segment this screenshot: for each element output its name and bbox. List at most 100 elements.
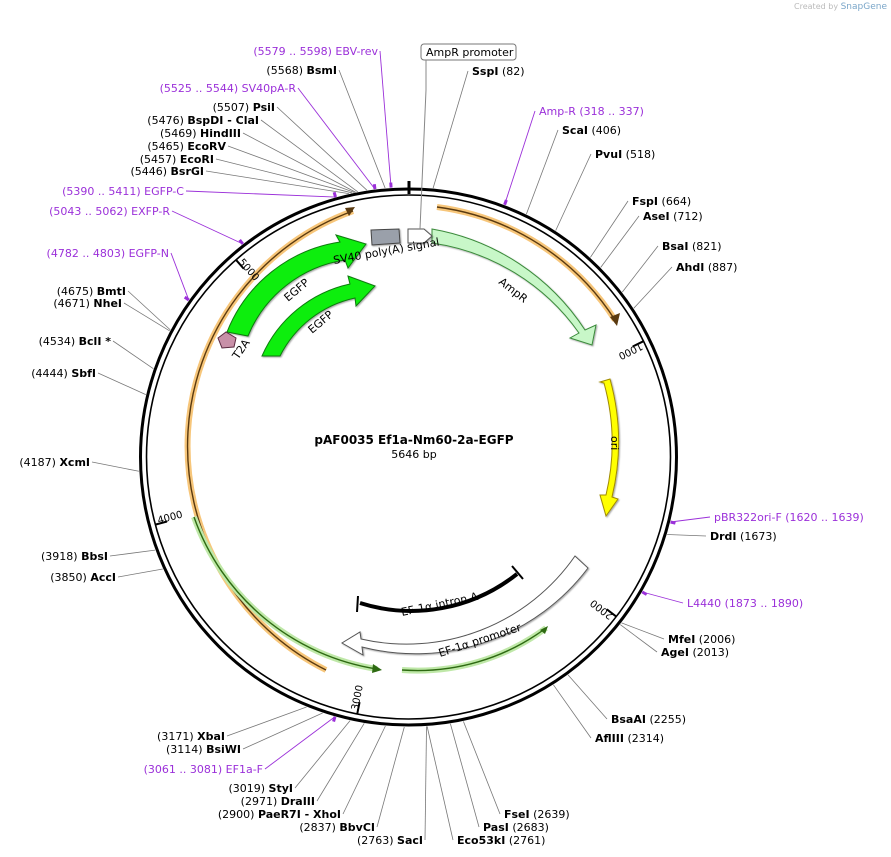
primer-site-label[interactable]: (5043 .. 5062) EXFP-R [49,205,170,218]
primer-leader-line [504,110,536,205]
enzyme-site-label[interactable]: (4534) BclI * [39,335,112,348]
enzyme-site-label[interactable]: BsaAI (2255) [611,713,686,726]
enzyme-site-label[interactable]: ScaI (406) [562,124,621,137]
snapgene-credit: Created by SnapGene [794,2,887,12]
enzyme-leader-line [424,726,427,841]
enzyme-site-label[interactable]: (5469) HindIII [160,127,241,140]
enzyme-leader-line [276,106,368,191]
enzyme-site-label[interactable]: (2971) DraIII [241,795,315,808]
feature-ampr-promoter[interactable] [407,228,433,244]
enzyme-site-label[interactable]: (3171) XbaI [157,730,225,743]
snapgene-brand: SnapGene [840,2,887,12]
enzyme-leader-line [227,145,355,193]
ampr-promoter-label: AmpR promoter [426,46,514,59]
primer-leader-line [297,87,376,190]
enzyme-leader-line [450,723,480,828]
enzyme-site-label[interactable]: (3850) AccI [50,571,116,584]
primer-site-label[interactable]: pBR322ori-F (1620 .. 1639) [714,511,864,524]
enzyme-site-label[interactable]: FseI (2639) [504,808,570,821]
plasmid-name: pAF0035 Ef1a-Nm60-2a-EGFP [314,433,513,447]
feature-egfp-1[interactable] [226,234,367,337]
promoter-orf-arrowhead [540,626,548,634]
enzyme-site-label[interactable]: DrdI (1673) [710,530,777,543]
primer-leader-line [171,210,243,245]
backbone-inner [145,194,672,720]
primer-site-label[interactable]: L4440 (1873 .. 1890) [687,597,803,610]
enzyme-site-label[interactable]: (2837) BbvCI [299,821,375,834]
bp-tick-label: 2000 [589,597,616,621]
enzyme-site-label[interactable]: (5568) BsmI [266,64,337,77]
enzyme-site-label[interactable]: SspI (82) [472,65,525,78]
credit-created-by: Created by [794,2,839,11]
bp-tick-mark [606,608,617,618]
ampr-promoter-label-box [420,43,517,61]
enzyme-site-label[interactable]: (5465) EcoRV [147,140,226,153]
enzyme-site-label[interactable]: (4444) SbfI [31,367,96,380]
enzyme-site-label[interactable]: Eco53kI (2761) [457,834,545,847]
feature-ef1a-promoter[interactable] [341,555,589,656]
egfp-orf-arc [186,210,354,671]
enzyme-site-label[interactable]: (5457) EcoRI [140,153,214,166]
enzyme-site-label[interactable]: AseI (712) [643,210,703,223]
enzyme-site-label[interactable]: AhdI (887) [676,261,737,274]
primer-leader-line [670,516,711,523]
enzyme-site-label[interactable]: PasI (2683) [483,821,549,834]
enzyme-site-label[interactable]: (2900) PaeR7I - XhoI [218,808,341,821]
feature-ampr[interactable] [431,228,597,346]
primer-site-label[interactable]: (3061 .. 3081) EF1a-F [144,763,263,776]
bp-tick-mark [155,520,168,526]
enzyme-site-label[interactable]: MfeI (2006) [668,633,735,646]
enzyme-site-label[interactable]: (3019) StyI [228,782,293,795]
enzyme-leader-line [621,622,665,640]
primer-site-label[interactable]: Amp-R (318 .. 337) [539,105,644,118]
enzyme-site-label[interactable]: (4675) BmtI [57,285,126,298]
enzyme-site-label[interactable]: AflIII (2314) [595,732,664,745]
plasmid-size: 5646 bp [391,448,436,461]
enzyme-site-label[interactable]: BsaI (821) [662,240,722,253]
primer-site-label[interactable]: (5579 .. 5598) EBV-rev [253,45,378,58]
enzyme-site-label[interactable]: (2763) SacI [357,834,423,847]
enzyme-site-label[interactable]: (5446) BsrGI [130,165,204,178]
ampr-promoter-leader [419,60,427,230]
enzyme-site-label[interactable]: (3918) BbsI [41,550,108,563]
feature-sv40-polya[interactable] [370,228,401,246]
feature-ef1a-intron[interactable] [359,572,519,613]
primer-site-label[interactable]: (5525 .. 5544) SV40pA-R [160,82,297,95]
primer-site-mark [372,183,377,190]
enzyme-leader-line [463,721,501,815]
enzyme-leader-line [215,158,353,194]
enzyme-leader-line [667,534,707,537]
enzyme-leader-line [127,290,171,331]
enzyme-site-label[interactable]: (5476) BspDI - ClaI [147,114,259,127]
label-ori: ori [608,436,621,450]
feature-egfp-2[interactable] [261,275,376,357]
primer-leader-line [170,252,190,301]
enzyme-site-label[interactable]: (5507) PsiI [213,101,275,114]
egfp-orf-arrowhead [345,207,355,216]
enzyme-site-label[interactable]: (3114) BsiWI [166,743,241,756]
enzyme-leader-line [526,129,559,215]
primer-site-mark [332,716,337,723]
enzyme-site-label[interactable]: (4187) XcmI [19,456,90,469]
enzyme-leader-line [97,372,146,395]
primer-site-label[interactable]: (5390 .. 5411) EGFP-C [62,185,184,198]
bp-tick-label: 4000 [156,509,183,526]
enzyme-site-label[interactable]: (4671) NheI [53,297,122,310]
primer-site-label[interactable]: (4782 .. 4803) EGFP-N [47,247,169,260]
enzyme-leader-line [316,723,365,802]
primer-leader-line [185,190,336,198]
enzyme-site-label[interactable]: FspI (664) [632,195,691,208]
enzyme-leader-line [590,200,629,258]
feature-ori[interactable] [598,378,619,518]
ef1a-orf-arrowhead [372,664,382,673]
primer-site-mark [503,199,508,206]
feature-t2a[interactable] [217,331,237,349]
bp-tick-label: 3000 [350,684,366,711]
enzyme-site-label[interactable]: AgeI (2013) [661,646,729,659]
enzyme-leader-line [205,170,349,195]
primer-site-mark [641,590,648,596]
bp-tick-mark [235,259,245,270]
enzyme-site-label[interactable]: PvuI (518) [595,148,655,161]
primer-site-mark [238,239,244,245]
